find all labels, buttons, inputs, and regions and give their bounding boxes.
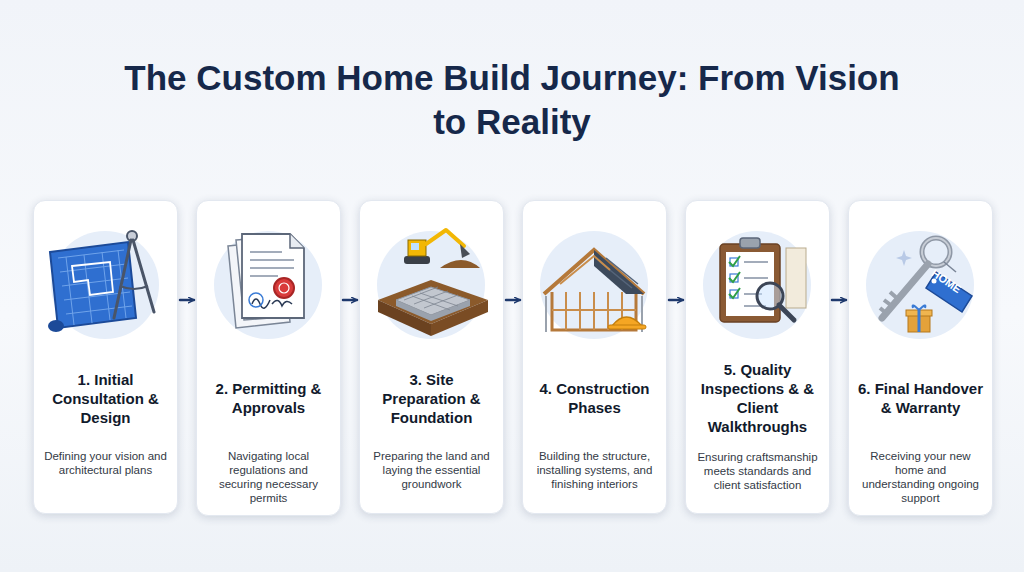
step-description: Ensuring craftsmanship meets standards a… bbox=[695, 450, 820, 492]
icon-backdrops-part bbox=[214, 231, 322, 339]
permit-documents-icon-part bbox=[249, 293, 263, 307]
step-heading: 6. Final Handover & Warranty bbox=[856, 379, 985, 417]
house-key-icon bbox=[880, 238, 972, 332]
permit-documents-icon-part bbox=[279, 283, 289, 293]
flow-arrow bbox=[669, 299, 683, 302]
house-frame-icon-part bbox=[608, 325, 646, 329]
house-key-icon-part bbox=[932, 279, 937, 284]
house-key-icon-part bbox=[944, 262, 956, 272]
flow-arrow bbox=[506, 299, 520, 302]
house-frame-icon-part bbox=[544, 250, 644, 294]
blueprint-icon-part bbox=[72, 262, 113, 295]
step-description: Preparing the land and laying the essent… bbox=[369, 449, 494, 491]
house-frame-icon-part bbox=[560, 256, 610, 284]
step-heading: 4. Construction Phases bbox=[530, 379, 659, 417]
icon-backdrops bbox=[51, 231, 974, 339]
site-foundation-icon-part bbox=[411, 243, 419, 250]
site-foundation-icon bbox=[378, 230, 488, 336]
site-foundation-icon-part bbox=[396, 300, 470, 321]
house-frame-icon bbox=[544, 250, 646, 332]
house-key-icon-part bbox=[896, 250, 912, 266]
step-heading: 3. Site Preparation & Foundation bbox=[367, 370, 496, 427]
step-description: Building the structure, installing syste… bbox=[532, 449, 657, 491]
blueprint-icon-part bbox=[48, 320, 64, 332]
site-foundation-icon-part bbox=[404, 256, 430, 264]
icon-backdrops-part bbox=[51, 231, 159, 339]
icon-backdrops-part bbox=[703, 231, 811, 339]
site-foundation-icon-part bbox=[460, 244, 470, 258]
flow-arrow bbox=[832, 299, 846, 302]
site-foundation-icon-part bbox=[404, 287, 458, 310]
diagram-title: The Custom Home Build Journey: From Visi… bbox=[112, 56, 912, 144]
house-frame-icon-part bbox=[594, 250, 644, 294]
site-foundation-icon-part bbox=[426, 230, 464, 246]
flow-arrow bbox=[180, 299, 194, 302]
permit-documents-icon-part bbox=[274, 278, 294, 298]
flow-arrow bbox=[343, 299, 357, 302]
step-heading: 2. Permitting & Approvals bbox=[204, 379, 333, 417]
site-foundation-icon-part bbox=[408, 240, 426, 256]
house-key-icon-part bbox=[913, 305, 926, 310]
icon-backdrops-part bbox=[866, 231, 974, 339]
step-heading: 5. Quality Inspections & & Client Walkth… bbox=[693, 360, 822, 436]
house-key-icon-part bbox=[880, 292, 898, 313]
permit-documents-icon-part bbox=[242, 234, 304, 318]
site-foundation-icon-part bbox=[440, 260, 480, 268]
blueprint-icon-part bbox=[114, 240, 154, 318]
step-description: Receiving your new home and understandin… bbox=[858, 449, 983, 505]
house-frame-icon-part bbox=[600, 258, 638, 288]
house-key-icon-part bbox=[918, 310, 921, 332]
step-description: Defining your vision and architectural p… bbox=[43, 449, 168, 477]
blueprint-icon-part bbox=[120, 286, 148, 289]
inspection-clipboard-icon bbox=[720, 238, 806, 322]
inspection-clipboard-icon-part bbox=[786, 248, 806, 308]
permit-documents-icon-part bbox=[250, 252, 294, 276]
inspection-clipboard-icon-part bbox=[779, 305, 794, 320]
step-heading: 1. Initial Consultation & Design bbox=[41, 370, 170, 427]
blueprint-icon-part bbox=[50, 242, 136, 328]
house-key-icon-part bbox=[926, 272, 972, 312]
permit-documents-icon-part bbox=[290, 234, 304, 248]
inspection-clipboard-icon-part bbox=[729, 256, 740, 298]
blueprint-icon bbox=[48, 231, 154, 332]
step-description: Navigating local regulations and securin… bbox=[206, 449, 331, 505]
permit-documents-icon bbox=[228, 234, 304, 328]
icon-backdrops-part bbox=[540, 231, 648, 339]
inspection-clipboard-icon-part bbox=[740, 238, 760, 248]
site-foundation-icon-part bbox=[396, 287, 470, 315]
